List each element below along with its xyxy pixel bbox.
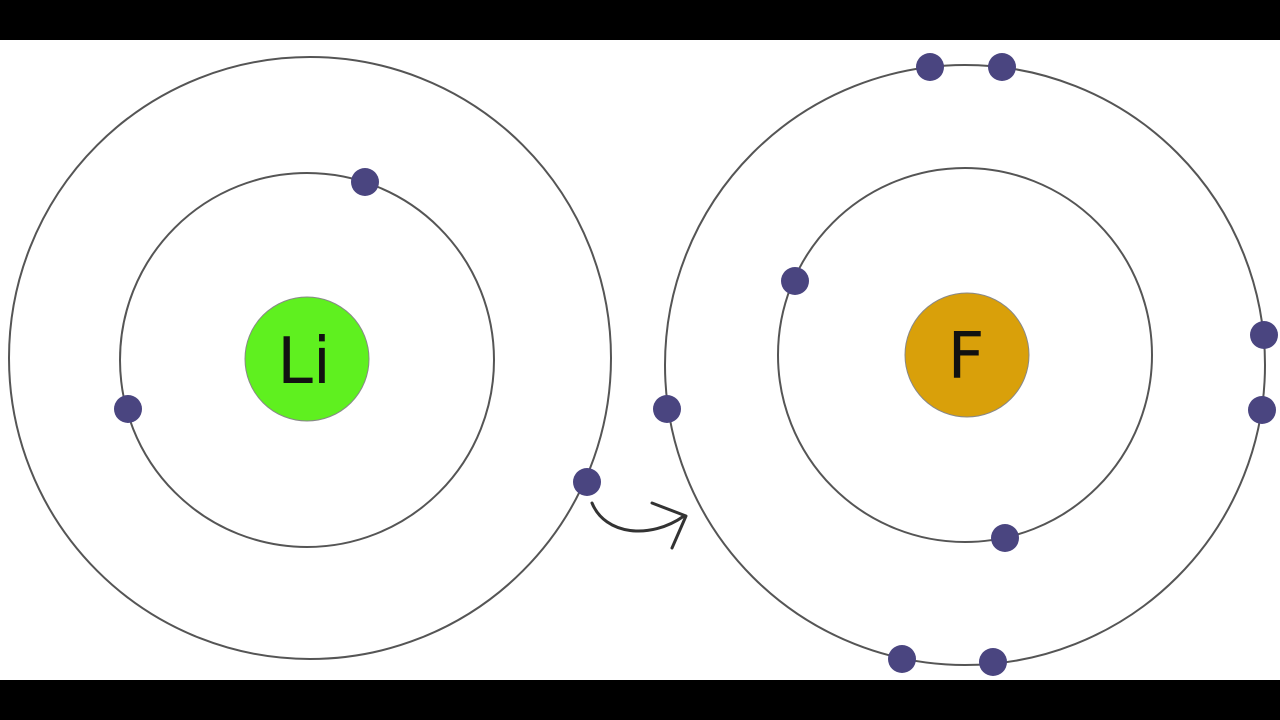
fluorine-outer-shell [664,64,1266,666]
lithium-outer-shell [8,56,612,660]
fluorine-electron-outer-5 [979,648,1007,676]
lithium-atom: Li [8,56,612,660]
lithium-nucleus [244,296,370,422]
fluorine-atom: F [653,53,1278,676]
lithium-electron-outer-1 [573,468,601,496]
fluorine-electron-outer-7 [653,395,681,423]
fluorine-electron-outer-1 [916,53,944,81]
fluorine-electron-outer-4 [1248,396,1276,424]
fluorine-electron-inner-2 [991,524,1019,552]
fluorine-electron-outer-2 [988,53,1016,81]
diagram-stage [0,40,1280,680]
lithium-inner-shell [119,172,495,548]
fluorine-electron-outer-3 [1250,321,1278,349]
fluorine-nucleus [904,292,1030,418]
lithium-electron-inner-1 [351,168,379,196]
fluorine-electron-inner-1 [781,267,809,295]
curved-arrow-icon [590,501,688,550]
fluorine-inner-shell [777,167,1153,543]
fluorine-electron-outer-6 [888,645,916,673]
fluorine-symbol: F [948,320,985,394]
lithium-symbol: Li [277,325,330,399]
lithium-electron-inner-2 [114,395,142,423]
